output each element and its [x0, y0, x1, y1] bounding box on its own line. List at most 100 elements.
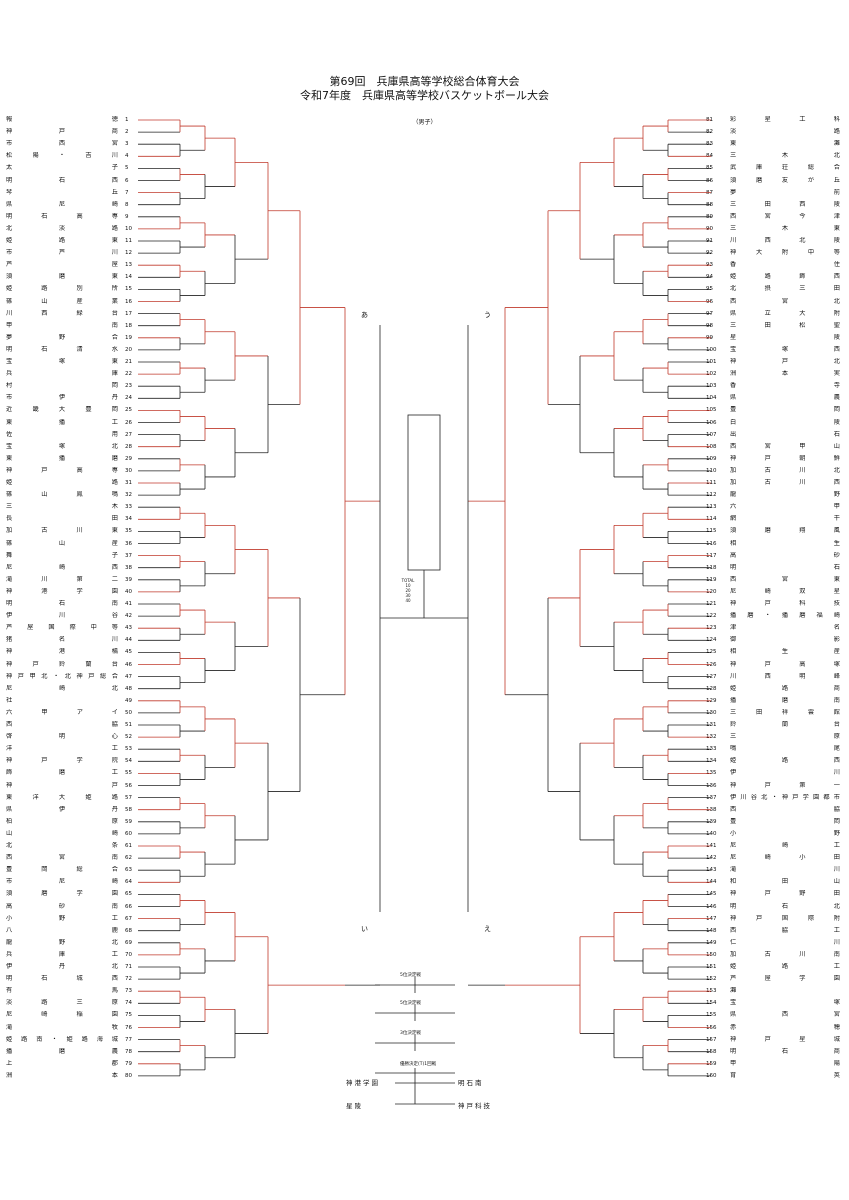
team-number: 113: [706, 504, 717, 511]
team-number: 112: [706, 492, 717, 499]
team-number: 20: [125, 346, 132, 353]
category-label: （男子）: [412, 119, 437, 126]
team-name: 育英: [730, 1071, 840, 1079]
team-number: 15: [125, 286, 132, 293]
team-name: 宝塚西: [730, 345, 840, 353]
placement-label-5a: 5位決定戦: [400, 973, 421, 978]
team-number: 132: [706, 734, 717, 741]
team-number: 151: [706, 964, 717, 970]
team-number: 37: [125, 552, 132, 559]
team-number: 18: [125, 322, 132, 329]
team-name: 松陽・吉川: [6, 152, 118, 160]
team-name: 滝牧: [6, 1023, 118, 1031]
team-number: 17: [125, 310, 132, 317]
team-number: 138: [706, 806, 717, 813]
team-name: 香寺: [730, 382, 840, 390]
team-number: 158: [706, 1048, 717, 1055]
team-number: 108: [706, 443, 717, 450]
team-number: 43: [125, 625, 132, 632]
tournament-title: 第69回 兵庫県高等学校総合体育大会 令和7年度 兵庫県高等学校バスケットボール…: [0, 75, 849, 103]
team-number: 57: [125, 794, 132, 801]
team-name: 鳴尾: [730, 745, 840, 753]
team-name: 尼崎稲園: [6, 1011, 118, 1019]
team-name: 滝川: [730, 866, 840, 874]
team-name: 豊岡: [730, 817, 840, 825]
team-number: 55: [125, 770, 132, 777]
team-name: 神港橘: [6, 648, 118, 656]
team-number: 13: [125, 262, 132, 269]
team-name: 三木東: [730, 224, 840, 232]
team-name: 東播工: [6, 418, 118, 426]
team-name: 須磨学園: [6, 890, 118, 898]
team-number: 121: [706, 601, 717, 607]
team-number: 149: [706, 939, 717, 946]
team-number: 127: [706, 673, 717, 680]
team-number: 36: [125, 540, 132, 547]
team-number: 136: [706, 782, 717, 789]
team-number: 58: [125, 806, 132, 813]
team-name: 神戸: [6, 781, 118, 789]
final-team-d: 神戸科技: [458, 1102, 492, 1110]
team-name: 高砂南: [6, 902, 118, 910]
team-number: 135: [706, 770, 717, 777]
team-name: 尼崎北: [6, 684, 118, 692]
team-name: 三田松聖: [730, 321, 840, 329]
team-number: 51: [125, 722, 132, 728]
team-number: 105: [706, 407, 717, 414]
team-name: 柏原: [6, 817, 118, 825]
team-number: 72: [125, 976, 132, 983]
placement-label-5b: 5位決定戦: [400, 1001, 421, 1006]
team-name: 姫路西: [730, 757, 840, 765]
team-number: 16: [125, 298, 132, 305]
team-name: 夢野合: [6, 333, 118, 341]
team-number: 64: [125, 879, 132, 886]
team-number: 62: [125, 855, 132, 862]
team-number: 154: [706, 1000, 717, 1007]
team-name: 東灘: [730, 140, 840, 148]
team-number: 21: [125, 359, 132, 365]
final-team-a: 神港学園: [346, 1079, 380, 1087]
team-number: 70: [125, 951, 132, 958]
team-number: 111: [706, 480, 717, 486]
team-number: 42: [125, 613, 132, 620]
team-number: 126: [706, 661, 717, 668]
team-name: 洲本: [6, 1071, 118, 1079]
team-number: 102: [706, 371, 717, 378]
team-name: 姫路: [6, 479, 118, 486]
team-number: 63: [125, 867, 132, 874]
team-name: 市伊丹: [6, 394, 118, 402]
team-number: 7: [125, 189, 129, 196]
team-name: 須磨友が丘: [730, 176, 840, 184]
team-number: 104: [706, 395, 717, 402]
team-number: 117: [706, 552, 717, 559]
team-number: 116: [706, 540, 717, 547]
team-number: 38: [125, 564, 132, 571]
team-name: 東播磨: [6, 454, 118, 462]
team-name: 兵庫: [6, 370, 118, 378]
team-name: 宝塚東: [6, 358, 118, 365]
team-name: 三田西陵: [730, 200, 840, 208]
team-name: 西宮南: [6, 854, 118, 862]
team-number: 35: [125, 528, 132, 535]
team-name: 淡路三原: [6, 999, 118, 1007]
team-number: 10: [125, 225, 132, 232]
team-name: 甲南: [6, 321, 118, 329]
team-name: 八鹿: [6, 926, 118, 934]
team-name: 神大附中等: [730, 249, 840, 257]
team-name: 太子: [6, 164, 118, 172]
team-number: 133: [706, 746, 717, 753]
team-number: 118: [706, 564, 717, 571]
team-number: 139: [706, 818, 717, 825]
team-number: 24: [125, 395, 132, 402]
team-number: 26: [125, 419, 132, 426]
team-name: 兵庫工: [6, 950, 118, 958]
team-name: 市尼崎: [6, 878, 118, 886]
team-number: 75: [125, 1012, 132, 1019]
team-number: 103: [706, 383, 717, 390]
team-number: 39: [125, 576, 132, 583]
placement-label-final: 優勝決定(T)1回戦: [400, 1062, 437, 1067]
team-name: 加古川東: [6, 527, 118, 535]
team-number: 157: [706, 1036, 717, 1043]
team-number: 32: [125, 492, 132, 499]
